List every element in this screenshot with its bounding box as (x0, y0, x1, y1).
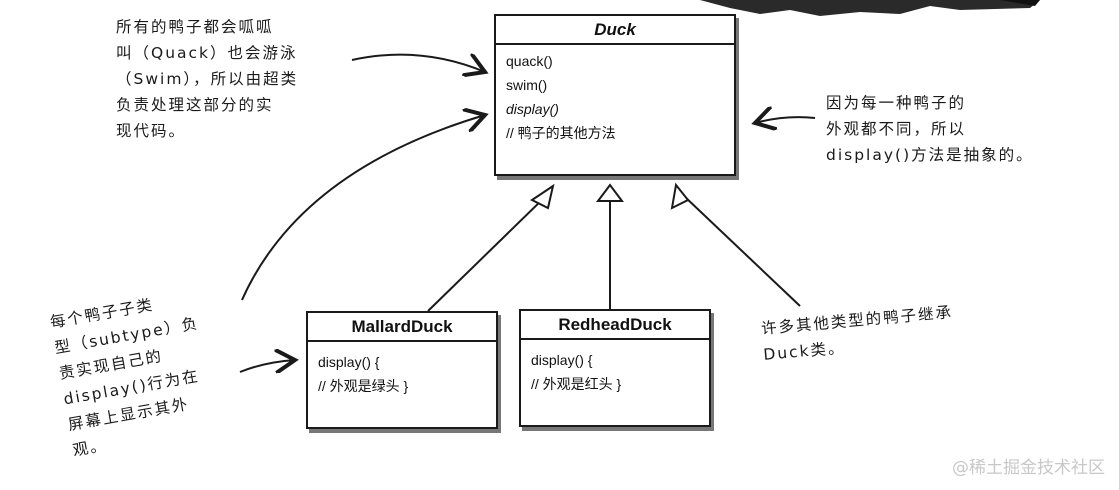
comment-green-head: // 外观是绿头 } (318, 378, 409, 394)
class-name-redheadduck: RedheadDuck (521, 311, 709, 340)
inheritance-line-mallard (427, 195, 547, 312)
inheritance-triangle-redhead (596, 183, 624, 202)
class-box-redheadduck: RedheadDuck display() { // 外观是红头 } (519, 309, 711, 427)
class-box-duck: Duck quack() swim() display() // 鸭子的其他方法 (494, 14, 736, 176)
arrow-top-right-note (755, 117, 816, 123)
arrow-top-left-note (351, 55, 485, 72)
note-line: 负责处理这部分的实 (116, 96, 274, 114)
inheritance-triangle-mallard (530, 183, 555, 210)
comment-red-head: // 外观是红头 } (531, 376, 622, 392)
decorative-ink-blob (700, 0, 1040, 16)
note-line: 叫（Quack）也会游泳 (116, 44, 298, 62)
note-line: （Swim），所以由超类 (116, 70, 299, 88)
method-display-redhead: display() { (531, 352, 593, 368)
note-line: 所有的鸭子都会呱呱 (116, 18, 274, 36)
arrow-bottom-left-to-mallard (239, 360, 295, 372)
class-box-mallardduck: MallardDuck display() { // 外观是绿头 } (306, 311, 498, 429)
note-line: 外观都不同，所以 (826, 120, 967, 138)
note-line: display()方法是抽象的。 (826, 146, 1034, 164)
note-top-right: 因为每一种鸭子的 外观都不同，所以 display()方法是抽象的。 (826, 90, 1034, 168)
method-swim: swim() (506, 77, 548, 93)
comment-other-methods: // 鸭子的其他方法 (506, 125, 616, 141)
class-members-mallardduck: display() { // 外观是绿头 } (308, 342, 496, 402)
inheritance-line-other (683, 195, 801, 307)
class-members-duck: quack() swim() display() // 鸭子的其他方法 (496, 45, 734, 149)
class-name-duck: Duck (496, 16, 734, 45)
note-bottom-left: 每个鸭子子类 型（subtype）负 责实现自己的 display()行为在 屏… (48, 285, 219, 464)
note-top-left: 所有的鸭子都会呱呱 叫（Quack）也会游泳 （Swim），所以由超类 负责处理… (116, 14, 298, 144)
method-display-mallard: display() { (318, 354, 380, 370)
arrow-bottom-left-to-superclass (241, 115, 485, 301)
watermark: @稀土掘金技术社区 (952, 458, 1105, 478)
method-quack: quack() (506, 53, 553, 69)
method-display-abstract: display() (506, 101, 559, 117)
class-members-redheadduck: display() { // 外观是红头 } (521, 340, 709, 400)
note-line: 现代码。 (116, 122, 187, 140)
note-line: 因为每一种鸭子的 (826, 94, 967, 112)
class-name-mallardduck: MallardDuck (308, 313, 496, 342)
inheritance-triangle-other (670, 182, 690, 210)
